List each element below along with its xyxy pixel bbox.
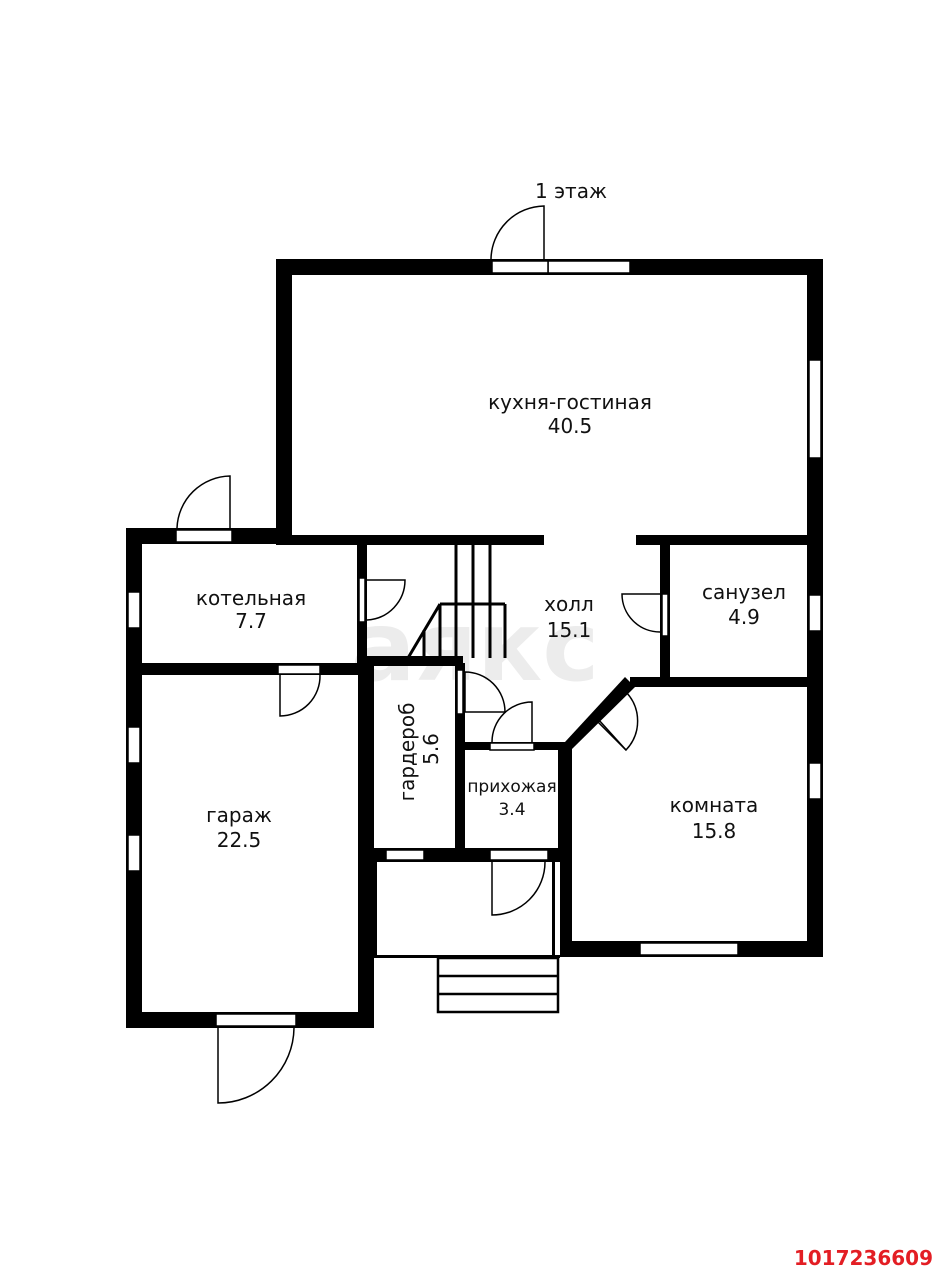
room-area-hall: 15.1 [547, 618, 592, 642]
window-garage-left-2 [127, 834, 141, 872]
window-bathroom [808, 594, 822, 632]
porch-steps [436, 956, 560, 1014]
floor-title: 1 этаж [535, 179, 607, 203]
staircase [406, 545, 507, 659]
listing-id: 1017236609 [793, 1246, 933, 1270]
wall-kitchen-bottom-left [276, 535, 544, 545]
door-entry-top-swing [491, 701, 533, 743]
door-room-swing [594, 690, 639, 752]
wall-porch-right [552, 858, 555, 958]
room-area-kitchen: 40.5 [548, 414, 593, 438]
room-area-boiler: 7.7 [235, 609, 267, 633]
wall-under-stairs [357, 656, 463, 666]
door-entry-bottom-opening [489, 849, 549, 861]
room-name-wardrobe: гардероб [395, 703, 419, 802]
room-area-entry: 3.4 [498, 800, 525, 820]
room-area-wardrobe: 5.6 [419, 733, 443, 765]
room-name-garage: гараж [206, 803, 272, 827]
window-room-bottom [639, 942, 739, 956]
room-area-bathroom: 4.9 [728, 605, 760, 629]
door-bathroom-opening [661, 593, 669, 637]
door-entry-top-opening [489, 742, 535, 751]
room-name-hall: холл [544, 592, 594, 616]
door-bathroom-swing [621, 593, 661, 633]
wall-room-diagonal [565, 677, 635, 749]
room-area-garage: 22.5 [217, 828, 262, 852]
room-name-boiler: котельная [196, 586, 306, 610]
wall-room-top [630, 677, 823, 687]
wall-porch-left [374, 862, 377, 958]
window-wardrobe-bottom [385, 849, 425, 861]
door-boiler-hall-swing [366, 579, 406, 621]
window-room-right [808, 762, 822, 800]
room-area-room: 15.8 [692, 819, 737, 843]
wall-wardrobe-right [455, 663, 465, 858]
door-kitchen-opening [491, 260, 549, 274]
wall-kitchen-bottom-right [636, 535, 823, 545]
window-boiler-left [127, 591, 141, 629]
room-name-kitchen: кухня-гостиная [488, 390, 652, 414]
window-garage-left-1 [127, 726, 141, 764]
door-kitchen-swing [490, 205, 545, 260]
door-garage-outer-swing [217, 1027, 295, 1104]
wall-boiler-bottom [126, 663, 367, 675]
window-kitchen-top [547, 260, 631, 274]
door-entry-bottom-swing [491, 861, 546, 916]
door-wardrobe-opening [456, 669, 464, 715]
door-boiler-opening [175, 529, 233, 543]
door-boiler-swing [176, 475, 231, 529]
wall-left-outer [126, 528, 142, 1028]
room-name-bathroom: санузел [702, 580, 786, 604]
windows [127, 260, 822, 956]
room-name-entry: прихожая [467, 777, 556, 797]
wall-kitchen-left [276, 259, 292, 545]
door-garage-inner-swing [279, 674, 321, 717]
window-kitchen-right [808, 359, 822, 459]
doors [175, 205, 669, 1104]
door-garage-inner-opening [277, 664, 321, 675]
porch-steps-outline [436, 956, 560, 1014]
door-room-leaf [597, 718, 627, 751]
door-boiler-hall-opening [358, 577, 366, 623]
room-name-room: комната [670, 793, 759, 817]
wall-room-left [560, 742, 572, 957]
wall-garage-right [358, 663, 374, 1028]
door-garage-outer-opening [215, 1013, 297, 1027]
wall-porch-bottom [374, 955, 560, 958]
